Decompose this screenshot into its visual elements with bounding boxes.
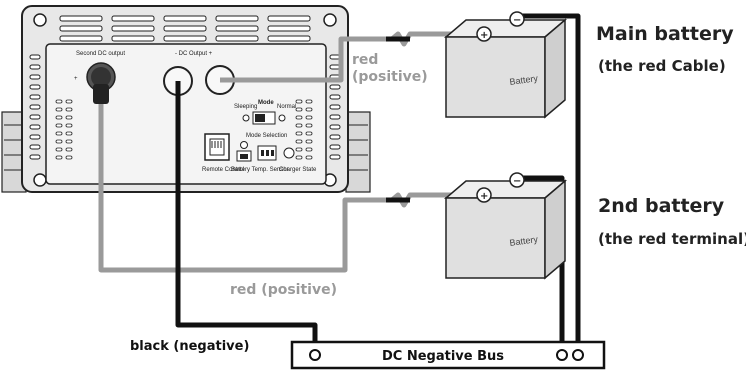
mode-sleeping-label: Sleeping [234,104,257,110]
black-wire-output [175,81,318,352]
mode-switch: Mode Sleeping Normal [234,100,296,125]
second-battery-negative-terminal [509,172,525,188]
main-battery-positive-terminal [476,26,492,42]
main-battery-title: Main battery [596,23,734,45]
svg-text:−: − [513,176,521,187]
red-label-bottom: red (positive) [230,282,337,298]
black-wire-main-battery [517,13,581,352]
mode-selection-label: Mode Selection [246,133,287,139]
led-indicator [240,141,248,149]
dc-output-label: - DC Output + [175,51,213,57]
main-battery: + − Battery [443,11,568,119]
red-wire-main [220,31,484,83]
second-output-plus: + [74,76,78,82]
black-wire-second-battery [517,175,565,352]
bus-label: DC Negative Bus [382,349,504,364]
second-battery-positive-terminal [476,187,492,203]
second-battery: + − Battery [443,172,568,280]
wires [98,13,581,352]
black-label: black (negative) [130,339,249,354]
battery-temp-label: Battery Temp. Sensor [231,167,289,173]
main-battery-negative-terminal [509,11,525,27]
charger-device: Second DC output + - DC Output + Mode Sl… [1,5,371,193]
second-dc-output-label: Second DC output [76,51,125,57]
svg-text:−: − [513,15,521,26]
svg-text:+: + [480,191,488,202]
charger-state-label: Charger State [279,167,317,173]
second-battery-title: 2nd battery [598,195,725,217]
mode-title: Mode [258,100,274,106]
svg-text:+: + [480,30,488,41]
remote-control-port [204,133,230,161]
second-battery-label: Battery [509,234,539,248]
dc-negative-bus: DC Negative Bus [290,340,606,370]
second-battery-subtitle: (the red terminal) [598,230,746,248]
main-battery-subtitle: (the red Cable) [598,57,726,75]
red-label-top-1: red [352,52,378,68]
mode-normal-label: Normal [277,104,296,110]
charger-state-led [283,147,295,159]
second-dc-output-terminal [86,62,116,104]
main-battery-label: Battery [509,73,539,87]
remote-label: Remote Control [202,167,244,173]
red-label-top-2: (positive) [352,69,428,85]
